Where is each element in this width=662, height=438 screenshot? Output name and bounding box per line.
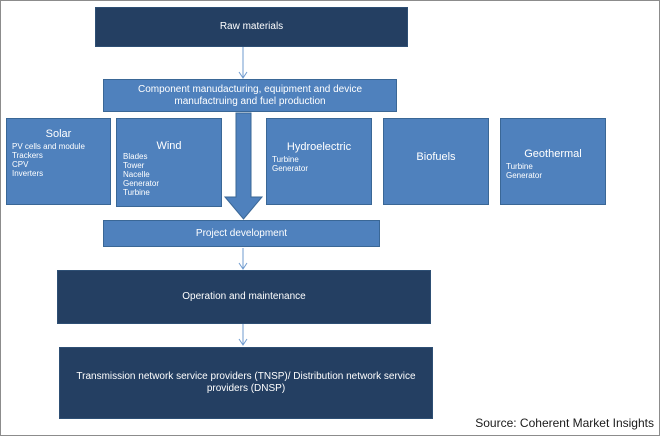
- source-wind-item: Nacelle: [123, 170, 150, 179]
- source-wind-title: Wind: [156, 140, 182, 152]
- source-solar-item: PV cells and module: [12, 142, 85, 151]
- source-solar-title: Solar: [45, 128, 72, 140]
- source-geothermal: Geothermal Turbine Generator: [500, 118, 606, 205]
- source-solar: Solar PV cells and module Trackers CPV I…: [6, 118, 111, 205]
- source-wind-item: Generator: [123, 179, 160, 188]
- transmission-label: Transmission network service providers (…: [76, 371, 416, 394]
- operation-maintenance-box: Operation and maintenance: [57, 270, 431, 324]
- source-geothermal-item: Generator: [506, 171, 543, 180]
- component-manufacturing-box: Component manudacturing, equipment and d…: [103, 79, 397, 112]
- source-note: Source: Coherent Market Insights: [475, 416, 654, 430]
- source-wind-item: Tower: [123, 161, 145, 170]
- operation-maintenance-label: Operation and maintenance: [182, 291, 306, 302]
- component-manufacturing-label: Component manudacturing, equipment and d…: [137, 83, 363, 107]
- big-down-arrow: [223, 112, 264, 220]
- project-development-box: Project development: [103, 220, 380, 247]
- source-hydroelectric-item: Turbine: [272, 155, 299, 164]
- project-development-label: Project development: [195, 227, 288, 239]
- source-wind-item: Turbine: [123, 188, 150, 197]
- source-geothermal-title: Geothermal: [524, 148, 582, 160]
- source-solar-item: CPV: [12, 160, 29, 169]
- source-biofuels: Biofuels: [383, 118, 489, 205]
- source-biofuels-title: Biofuels: [416, 151, 456, 163]
- source-solar-item: Inverters: [12, 169, 44, 178]
- source-wind-item: Blades: [123, 152, 148, 161]
- transmission-box: Transmission network service providers (…: [59, 347, 433, 419]
- raw-materials-label: Raw materials: [219, 21, 284, 32]
- source-hydroelectric: Hydroelectric Turbine Generator: [266, 118, 372, 205]
- source-wind: Wind Blades Tower Nacelle Generator Turb…: [116, 118, 222, 207]
- source-hydroelectric-item: Generator: [272, 164, 309, 173]
- source-geothermal-item: Turbine: [506, 162, 533, 171]
- raw-materials-box: Raw materials: [95, 7, 408, 47]
- source-hydroelectric-title: Hydroelectric: [286, 141, 352, 153]
- source-solar-item: Trackers: [12, 151, 43, 160]
